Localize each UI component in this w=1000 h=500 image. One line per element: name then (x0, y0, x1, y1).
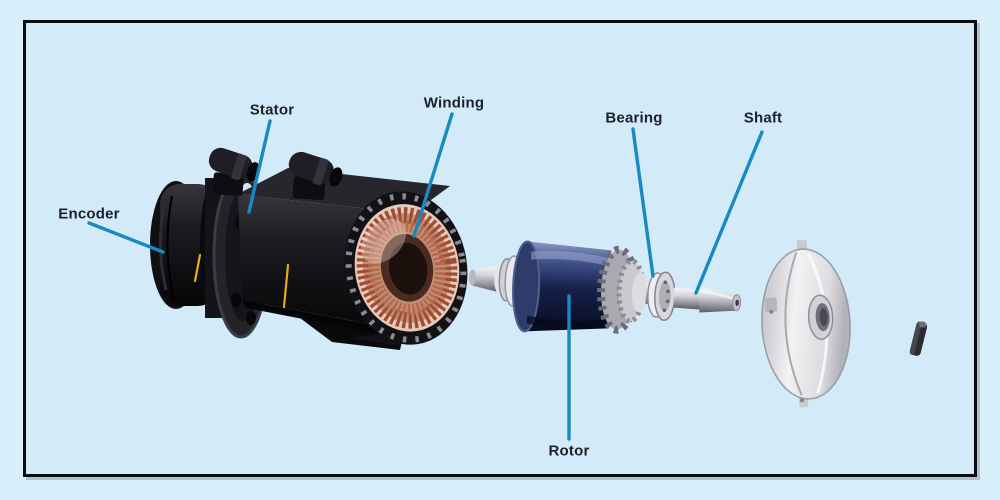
shaft (673, 286, 742, 313)
shaft-key (909, 321, 928, 356)
leader-line-shaft (694, 130, 764, 295)
rotor-laminations (596, 245, 648, 334)
leader-line-winding (412, 112, 454, 238)
leader-line-encoder (87, 221, 165, 254)
rotor-core (511, 240, 612, 333)
label-bearing: Bearing (605, 109, 663, 127)
stator-winding-face (344, 191, 468, 345)
label-encoder: Encoder (58, 205, 120, 223)
yellow-marker-lines (193, 253, 290, 309)
cable-connector-right (288, 151, 343, 201)
rotor-assembly (468, 240, 742, 334)
bearing (645, 271, 676, 322)
end-cap (761, 239, 851, 408)
label-shaft: Shaft (743, 109, 783, 127)
leader-line-bearing (631, 127, 655, 278)
rotor-shaft-stub (468, 255, 523, 307)
leader-line-stator (247, 119, 272, 214)
label-rotor: Rotor (548, 442, 590, 460)
motor-assembly (150, 147, 468, 350)
label-stator: Stator (249, 101, 295, 119)
label-winding: Winding (423, 94, 485, 112)
